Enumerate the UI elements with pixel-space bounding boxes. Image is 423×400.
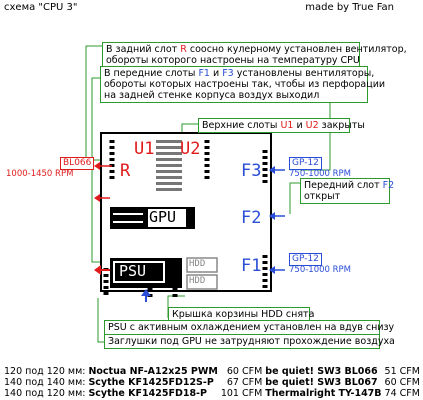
alt-fan-cell: be quiet! SW3 BL067 [265,377,378,388]
f1-fan-rpm: 750-1000 RPM [289,265,351,275]
fan-cell: Scythe KF1425FD12S-P [88,377,214,388]
leader-front-left [91,77,100,263]
cfm-cell: 67 CFM [226,377,263,388]
slot-f2-label: F2 [241,208,262,228]
arrow-psu-in-head [141,289,151,296]
gpu-label-box [148,209,186,227]
arrow-f3-in-head [269,166,275,174]
hdd-label-2: HDD [189,276,206,286]
heatsink-fin [156,176,182,179]
callout-psu: PSU с активным охлаждением установлен на… [104,320,394,335]
size-cell: 140 под 120 мм: [4,388,86,399]
hdd-box-1 [186,257,218,273]
table-row: 120 под 120 мм: Noctua NF-A12x25 PWM 60 … [4,366,423,377]
callout-gpu-plugs: Заглушки под GPU не затрудняют прохожден… [104,334,395,349]
slot-u2-label: U2 [180,139,201,159]
heatsink-fin [156,152,182,155]
leader-gpu [97,298,104,343]
fan-cell: Scythe KF1425FD18-P [88,388,207,399]
alt-fan-cell: Thermalright TY-147B [265,388,382,399]
size-cell: 140 под 140 мм: [4,377,86,388]
hdd-label-1: HDD [189,259,206,269]
arrow-psu-out-head [94,265,101,275]
callout-top-slots: Верхние слоты U1 и U2 закрыты [198,118,365,133]
rear-fan-rpm: 1000-1450 RPM [6,169,74,179]
f3-fan-rpm: 750-1000 RPM [289,169,351,179]
hdd-box-2 [186,274,218,290]
fan-table: 120 под 120 мм: Noctua NF-A12x25 PWM 60 … [4,366,423,399]
heatsink-fin [156,146,182,149]
alt-cfm-cell: 60 CFM [384,377,420,388]
psu-label-box [113,261,165,283]
cfm-cell: 101 CFM [220,388,263,399]
callout-front-fans: В передние слоты F1 и F3 установлены вен… [100,66,385,103]
cfm-cell: 60 CFM [226,366,263,377]
f3-fan-model-badge: GP-12 [289,157,322,170]
heatsink-fin [156,140,182,143]
arrow-rear-out-head [94,162,100,170]
author-credit: made by True Fan [305,2,394,13]
gpu-label: GPU [149,208,177,226]
psu-label: PSU [119,262,147,280]
alt-fan-cell: be quiet! SW3 BL066 [265,366,378,377]
slot-f3-label: F3 [241,161,262,181]
case-diagram [85,45,331,343]
leader-f2 [289,182,300,214]
table-row: 140 под 120 мм: Scythe KF1425FD18-P 101 … [4,388,423,399]
diagram-title: схема "CPU 3" [4,2,78,13]
heatsink-fin [156,170,182,173]
heatsink-fin [156,164,182,167]
slot-f1-label: F1 [241,256,262,276]
size-cell: 120 под 120 мм: [4,366,86,377]
rear-fan-model-badge: BL066 [60,157,95,170]
f1-fan-model-badge: GP-12 [289,253,322,266]
callout-f2: Передний слот F2 открыт [300,178,394,204]
heatsink-fin [156,188,182,191]
callout-rear-fan: В задний слот R соосно кулерному установ… [102,42,407,68]
heatsink-fin [156,158,182,161]
slot-u1-label: U1 [134,139,155,159]
alt-cfm-cell: 74 CFM [384,388,420,399]
alt-cfm-cell: 51 CFM [384,366,420,377]
fan-cell: Noctua NF-A12x25 PWM [88,366,218,377]
arrow-f1-in-head [269,266,275,274]
leader-rear [85,45,102,161]
arrow-rear-out-2-head [94,194,100,202]
table-row: 140 под 140 мм: Scythe KF1425FD12S-P 67 … [4,377,423,388]
slot-r-label: R [120,161,131,181]
heatsink-fin [156,182,182,185]
arrow-f2-in-head [269,212,275,220]
